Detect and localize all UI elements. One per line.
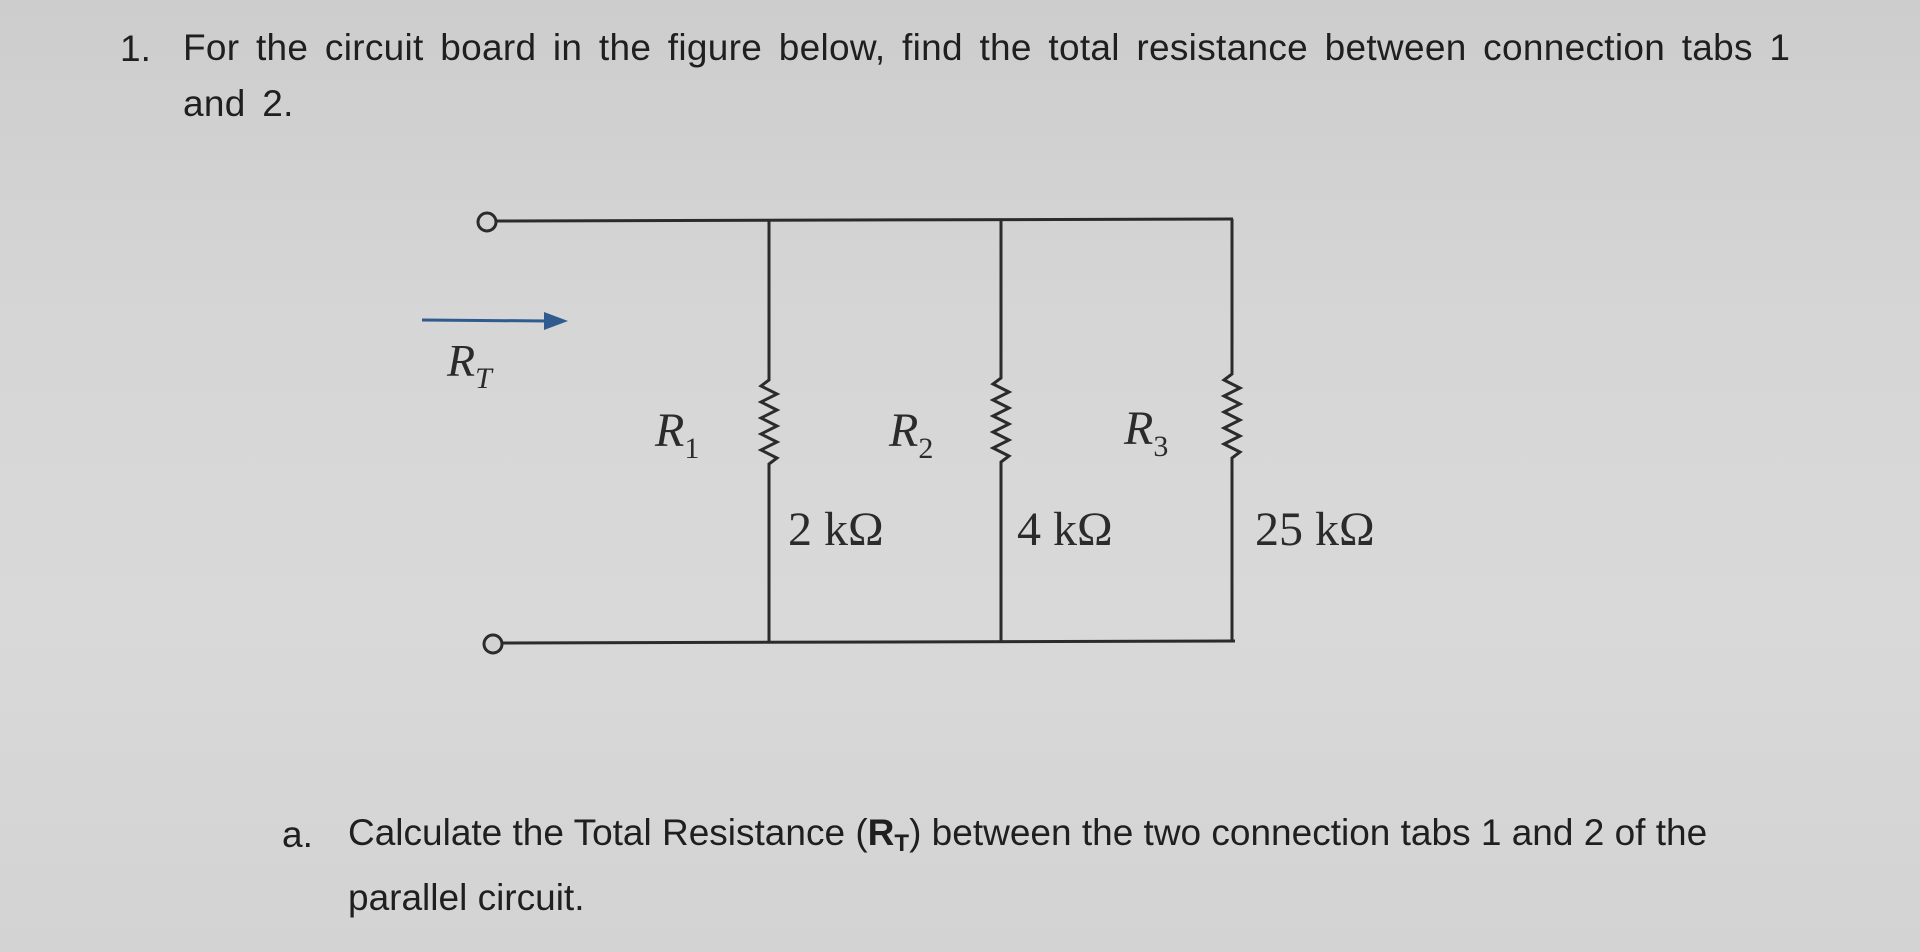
r3-value: 25 kΩ — [1255, 503, 1375, 556]
r2-branch-wire — [989, 220, 1013, 642]
question-number: 1. — [120, 28, 151, 69]
r3-branch-wire — [1220, 219, 1244, 641]
subquestion-letter: a. — [282, 814, 313, 855]
question-text: For the circuit board in the figure belo… — [183, 27, 1791, 124]
connection-tab-2 — [482, 633, 504, 655]
r1-label: R1 — [654, 404, 699, 465]
subquestion-text-after: ) between the two connection tabs 1 and … — [348, 812, 1708, 918]
r2-value: 4 kΩ — [1017, 503, 1113, 556]
circuit-wires — [494, 217, 1244, 645]
bottom-wire — [499, 639, 1236, 645]
subquestion-text: Calculate the Total Resistance (RT) betw… — [348, 806, 1808, 925]
subquestion-text-before: Calculate the Total Resistance ( — [348, 812, 868, 853]
top-wire — [494, 217, 1234, 223]
connection-tab-1 — [476, 211, 498, 233]
rt-arrow-icon — [421, 312, 568, 330]
subquestion-rt-symbol: RT — [867, 812, 910, 857]
r2-label: R2 — [888, 404, 933, 465]
rt-label: RT — [446, 335, 494, 395]
r1-branch-wire — [757, 221, 781, 642]
r1-value: 2 kΩ — [788, 503, 884, 556]
r3-label: R3 — [1123, 402, 1168, 463]
